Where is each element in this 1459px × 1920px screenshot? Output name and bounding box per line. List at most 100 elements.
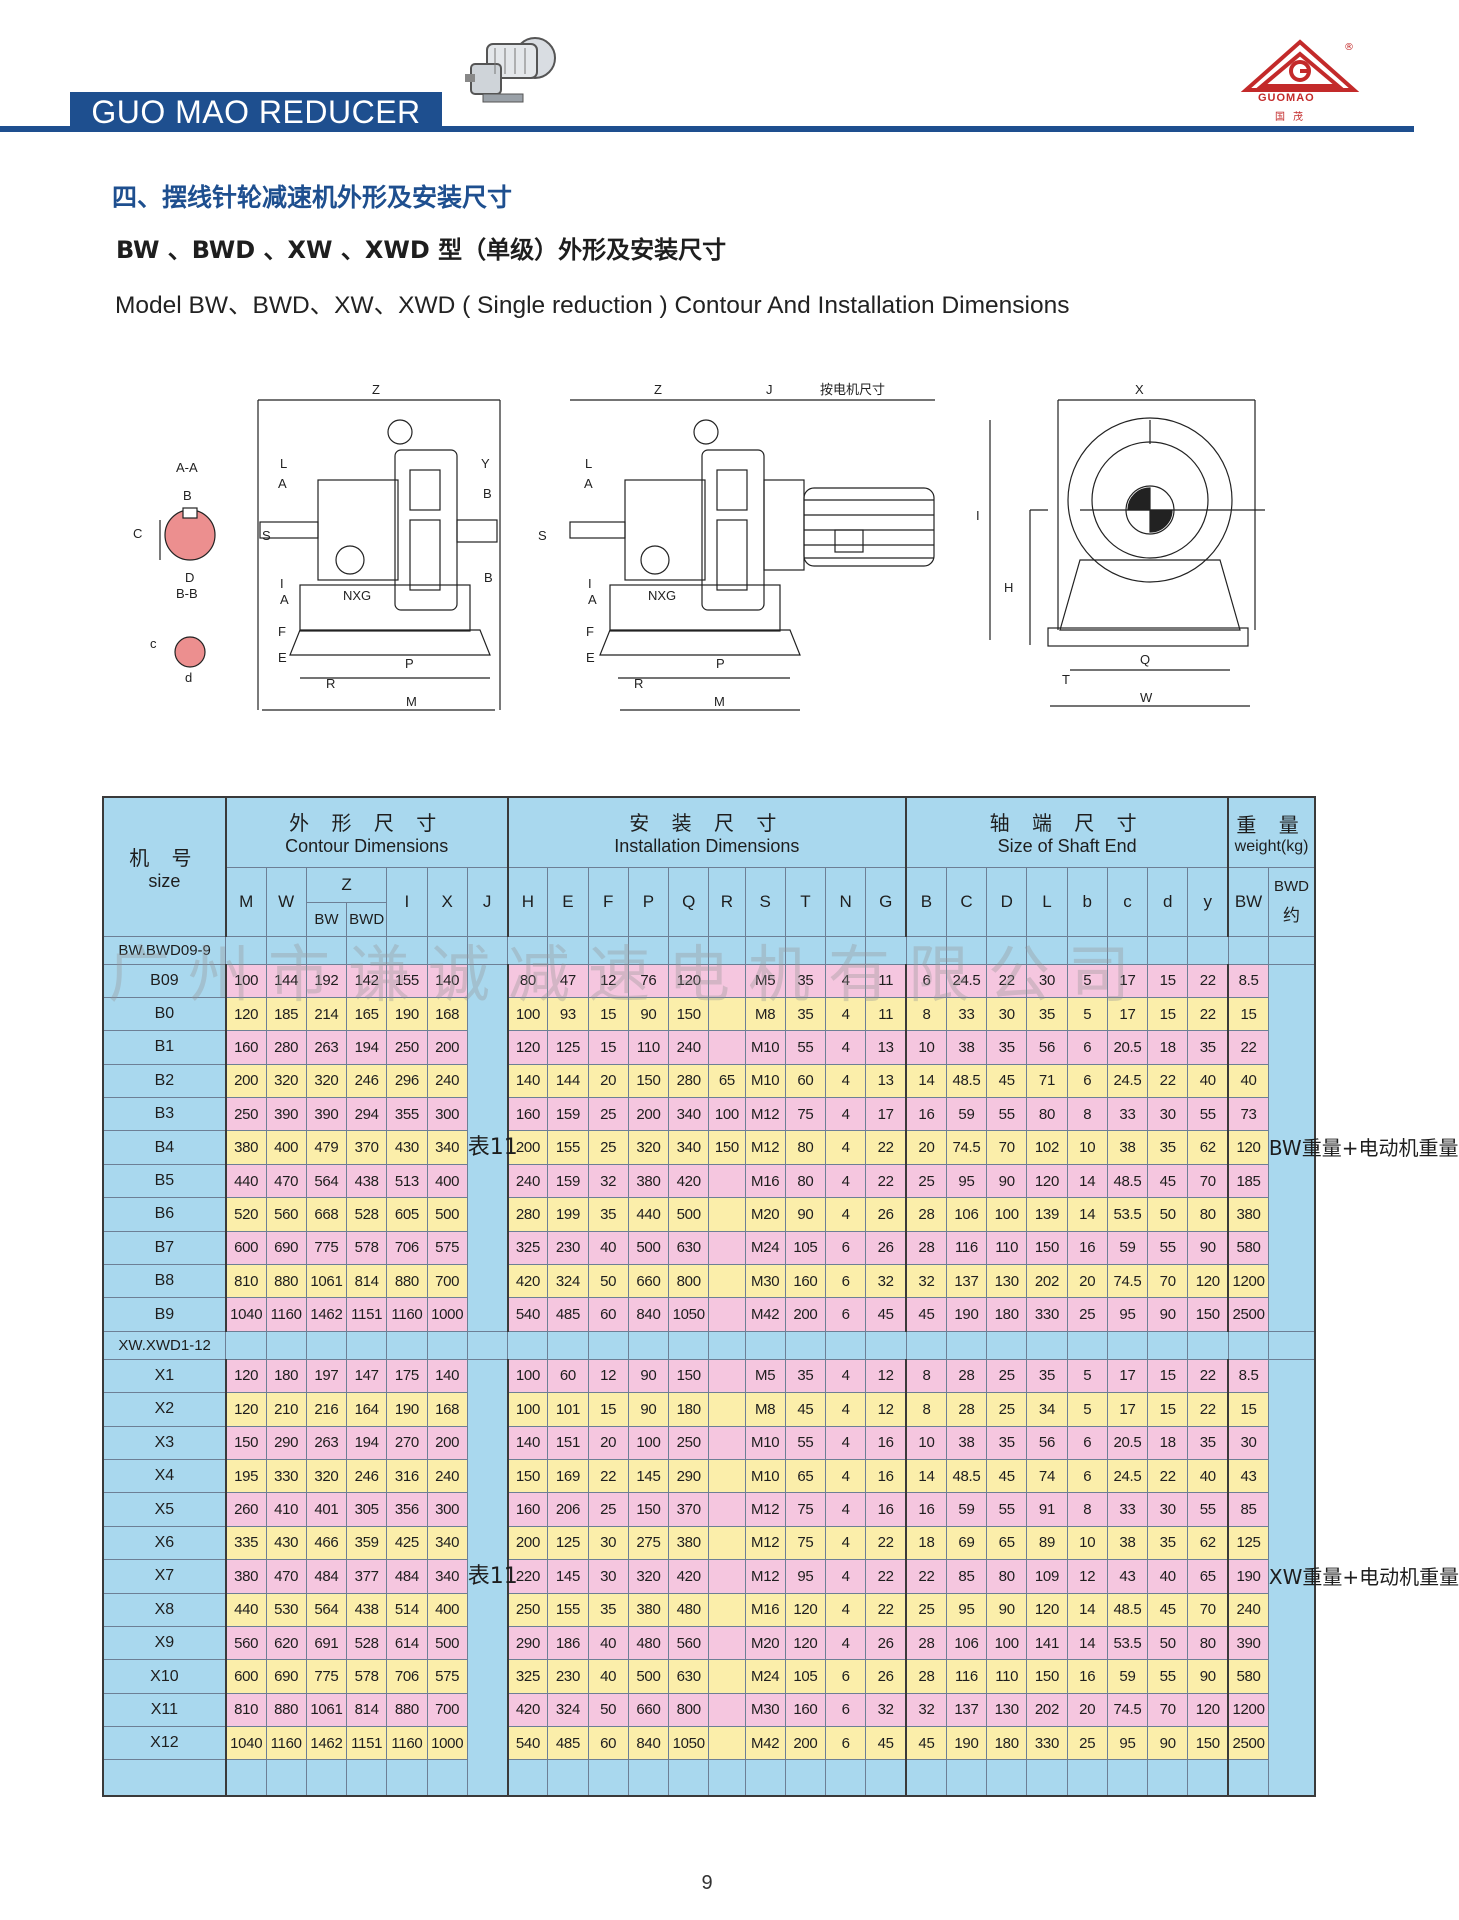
value-cell: 28 xyxy=(945,1358,988,1394)
value-cell: 48.5 xyxy=(945,1063,988,1099)
value-cell: 15 xyxy=(1227,996,1269,1032)
value-cell: 142 xyxy=(346,963,388,998)
value-cell: 8 xyxy=(905,1392,947,1427)
col-x: X xyxy=(426,866,468,937)
value-cell: 95 xyxy=(1106,1726,1149,1761)
xw-weight-note: XW重量+电动机重量 xyxy=(1267,1358,1459,1797)
value-cell: 91 xyxy=(1026,1492,1068,1527)
bw-side-view-drawing: Z L A Y B B S NXG I A F E P R M xyxy=(257,382,501,711)
svg-text:A: A xyxy=(588,592,597,607)
value-cell: 139 xyxy=(1026,1197,1068,1232)
value-cell: 340 xyxy=(426,1525,468,1561)
value-cell: 18 xyxy=(1147,1425,1189,1460)
value-cell: 120 xyxy=(1227,1130,1269,1165)
value-cell: 230 xyxy=(547,1230,589,1266)
blank-row xyxy=(102,1759,1315,1797)
value-cell: 880 xyxy=(265,1692,307,1728)
svg-text:I: I xyxy=(588,576,592,591)
value-cell: 17 xyxy=(1106,963,1149,998)
value-cell: 38 xyxy=(945,1030,988,1065)
value-cell: 560 xyxy=(265,1197,307,1232)
value-cell: 60 xyxy=(547,1358,589,1394)
value-cell: M24 xyxy=(744,1230,786,1266)
value-cell: 45 xyxy=(905,1297,947,1332)
value-cell: 35 xyxy=(784,996,827,1032)
value-cell: 155 xyxy=(547,1130,589,1165)
col-t: T xyxy=(784,866,827,937)
value-cell: 775 xyxy=(305,1659,348,1694)
value-cell: 22 xyxy=(865,1592,907,1627)
value-cell: 22 xyxy=(865,1130,907,1165)
value-cell: 120 xyxy=(1187,1692,1229,1728)
value-cell: 4 xyxy=(825,1358,867,1394)
value-cell: 580 xyxy=(1227,1230,1269,1266)
value-cell: 25 xyxy=(905,1163,947,1199)
value-cell: 700 xyxy=(426,1692,468,1728)
value-cell: 1000 xyxy=(426,1297,468,1332)
value-cell: 105 xyxy=(784,1659,827,1694)
value-cell: 74 xyxy=(1026,1458,1068,1494)
value-cell: 160 xyxy=(224,1030,267,1065)
value-cell: 430 xyxy=(265,1525,307,1561)
value-cell: 56 xyxy=(1026,1030,1068,1065)
value-cell: 195 xyxy=(224,1458,267,1494)
size-cell: X3 xyxy=(102,1425,227,1460)
value-cell: 45 xyxy=(865,1297,907,1332)
svg-text:X: X xyxy=(1135,382,1144,397)
value-cell: 50 xyxy=(1147,1625,1189,1661)
shaft-group-header: 轴 端 尺 寸 Size of Shaft End xyxy=(905,796,1229,868)
value-cell: 38 xyxy=(1106,1525,1149,1561)
value-cell: 20.5 xyxy=(1106,1030,1149,1065)
value-cell: 206 xyxy=(547,1492,589,1527)
value-cell: 1061 xyxy=(305,1692,348,1728)
value-cell: 150 xyxy=(224,1425,267,1460)
value-cell: 159 xyxy=(547,1097,589,1132)
value-cell: 216 xyxy=(305,1392,348,1427)
value-cell: 20 xyxy=(1066,1264,1108,1299)
value-cell: M12 xyxy=(744,1525,786,1561)
svg-text:P: P xyxy=(716,656,725,671)
value-cell: 690 xyxy=(265,1230,307,1266)
value-cell: 59 xyxy=(945,1492,988,1527)
value-cell xyxy=(708,1163,746,1199)
value-cell: 93 xyxy=(547,996,589,1032)
col-shaft-L: L xyxy=(1026,866,1068,937)
value-cell: 76 xyxy=(627,963,670,998)
value-cell: 190 xyxy=(386,996,428,1032)
value-cell: 390 xyxy=(305,1097,348,1132)
value-cell: 200 xyxy=(426,1030,468,1065)
value-cell: 90 xyxy=(784,1197,827,1232)
value-cell: 33 xyxy=(1106,1097,1149,1132)
value-cell: 55 xyxy=(1187,1492,1229,1527)
value-cell: 120 xyxy=(1026,1163,1068,1199)
value-cell: 240 xyxy=(426,1458,468,1494)
value-cell: 810 xyxy=(224,1692,267,1728)
value-cell: 28 xyxy=(905,1197,947,1232)
value-cell: 160 xyxy=(506,1097,549,1132)
value-cell: 1040 xyxy=(224,1297,267,1332)
value-cell: M30 xyxy=(744,1692,786,1728)
value-cell: 20 xyxy=(587,1063,629,1099)
value-cell: 190 xyxy=(386,1392,428,1427)
value-cell: 26 xyxy=(865,1625,907,1661)
value-cell: 430 xyxy=(386,1130,428,1165)
value-cell: 55 xyxy=(986,1097,1028,1132)
value-cell: 35 xyxy=(986,1030,1028,1065)
value-cell: 48.5 xyxy=(1106,1592,1149,1627)
value-cell: 614 xyxy=(386,1625,428,1661)
value-cell: 75 xyxy=(784,1525,827,1561)
value-cell: 6 xyxy=(825,1230,867,1266)
value-cell xyxy=(708,1759,746,1797)
value-cell: 65 xyxy=(1187,1559,1229,1594)
value-cell: 4 xyxy=(825,1163,867,1199)
value-cell xyxy=(708,1030,746,1065)
value-cell: 80 xyxy=(1187,1197,1229,1232)
value-cell: 12 xyxy=(1066,1559,1108,1594)
value-cell: 100 xyxy=(986,1625,1028,1661)
value-cell: 59 xyxy=(1106,1659,1149,1694)
value-cell: 32 xyxy=(587,1163,629,1199)
value-cell: 4 xyxy=(825,996,867,1032)
value-cell: 706 xyxy=(386,1230,428,1266)
value-cell: 1050 xyxy=(668,1726,710,1761)
